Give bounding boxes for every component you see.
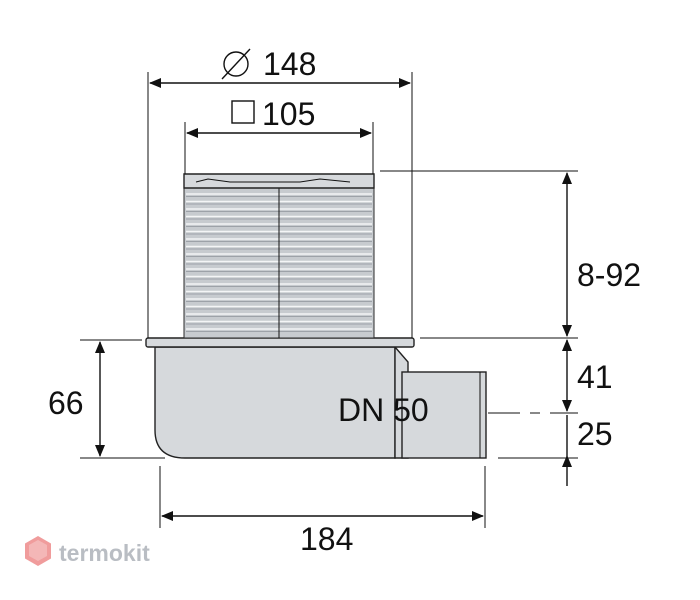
square-symbol xyxy=(231,100,255,124)
dimension-lines xyxy=(95,78,572,521)
outlet-pipe xyxy=(401,371,487,459)
label-diameter: 148 xyxy=(263,46,316,82)
label-body-height: 66 xyxy=(48,385,84,421)
label-outlet-lower: 25 xyxy=(577,416,613,452)
extension-lines xyxy=(80,72,578,528)
termokit-logo: termokit xyxy=(25,536,150,566)
diameter-symbol xyxy=(221,48,251,80)
logo-wordmark: termokit xyxy=(59,540,150,566)
label-outlet-upper: 41 xyxy=(577,359,613,395)
label-height-adjust: 8-92 xyxy=(577,257,641,293)
label-outlet-dn: DN 50 xyxy=(338,392,429,428)
label-square: 105 xyxy=(262,96,315,132)
grate-top-detail xyxy=(195,178,351,183)
drain-body xyxy=(145,173,487,459)
grate-frame xyxy=(183,173,375,189)
flange xyxy=(145,337,415,348)
drain-bowl xyxy=(154,346,396,459)
label-length: 184 xyxy=(300,521,353,557)
